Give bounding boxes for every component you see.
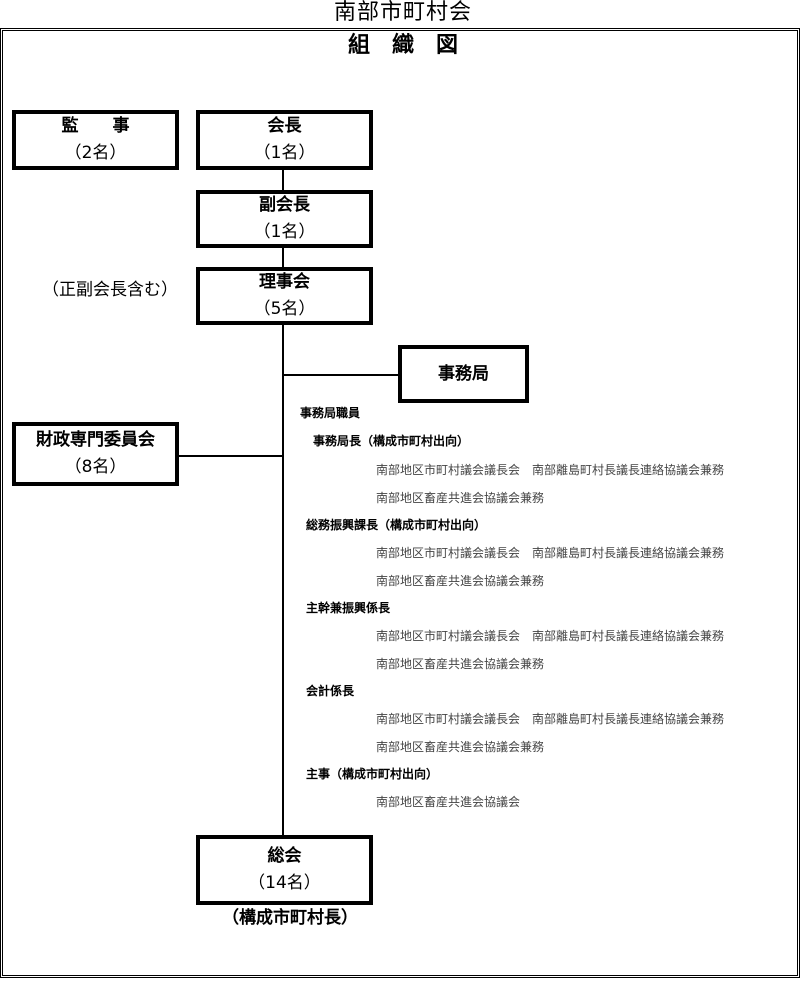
assembly-note: （構成市町村長） xyxy=(222,908,358,928)
board-count: （5名） xyxy=(253,299,316,319)
general-assembly-name: 総会 xyxy=(267,846,302,866)
finance-committee-count: （8名） xyxy=(64,457,127,477)
staff-duty-director-2: 南部地区畜産共進会協議会兼務 xyxy=(376,491,545,505)
connector-finance-committee xyxy=(178,455,283,457)
chairman-name: 会長 xyxy=(267,116,302,136)
auditor-box: 監 事 （2名） xyxy=(12,110,179,170)
staff-duty-general-affairs-2: 南部地区畜産共進会協議会兼務 xyxy=(376,574,545,588)
secretariat-name: 事務局 xyxy=(438,363,489,384)
staff-role-director: 事務局長（構成市町村出向） xyxy=(313,434,470,448)
general-assembly-count: （14名） xyxy=(248,873,321,893)
staff-duty-accounting-2: 南部地区畜産共進会協議会兼務 xyxy=(376,740,545,754)
staff-role-general-affairs: 総務振興課長（構成市町村出向） xyxy=(306,518,487,532)
chairman-count: （1名） xyxy=(253,143,316,163)
board-note: （正副会長含む） xyxy=(42,280,178,300)
vice-chairman-count: （1名） xyxy=(253,222,316,242)
general-assembly-box: 総会 （14名） xyxy=(196,835,373,905)
staff-role-clerk: 主事（構成市町村出向） xyxy=(306,767,439,781)
vice-chairman-name: 副会長 xyxy=(259,195,310,215)
finance-committee-name: 財政専門委員会 xyxy=(36,430,155,450)
board-box: 理事会 （5名） xyxy=(196,267,373,325)
auditor-name: 監 事 xyxy=(61,116,130,136)
staff-duty-chief-2: 南部地区畜産共進会協議会兼務 xyxy=(376,657,545,671)
staff-role-accounting: 会計係長 xyxy=(306,684,355,698)
vice-chairman-box: 副会長 （1名） xyxy=(196,190,373,248)
staff-duty-director-1: 南部地区市町村議会議長会 南部離島町村長議長連絡協議会兼務 xyxy=(376,463,725,477)
staff-duty-accounting-1: 南部地区市町村議会議長会 南部離島町村長議長連絡協議会兼務 xyxy=(376,712,725,726)
diagram-subtitle: 組 織 図 xyxy=(347,33,458,58)
staff-duty-clerk-1: 南部地区畜産共進会協議会 xyxy=(376,795,521,809)
chairman-box: 会長 （1名） xyxy=(196,110,373,170)
diagram-frame xyxy=(0,28,800,978)
auditor-count: （2名） xyxy=(64,143,127,163)
staff-heading: 事務局職員 xyxy=(300,406,361,420)
connector-main-vertical xyxy=(282,168,284,838)
staff-role-chief: 主幹兼振興係長 xyxy=(306,601,391,615)
staff-duty-chief-1: 南部地区市町村議会議長会 南部離島町村長議長連絡協議会兼務 xyxy=(376,629,725,643)
finance-committee-box: 財政専門委員会 （8名） xyxy=(12,422,179,486)
board-name: 理事会 xyxy=(259,272,310,292)
connector-secretariat xyxy=(282,374,400,376)
staff-duty-general-affairs-1: 南部地区市町村議会議長会 南部離島町村長議長連絡協議会兼務 xyxy=(376,546,725,560)
secretariat-box: 事務局 xyxy=(398,345,529,403)
page-title: 南部市町村会 xyxy=(333,0,472,25)
